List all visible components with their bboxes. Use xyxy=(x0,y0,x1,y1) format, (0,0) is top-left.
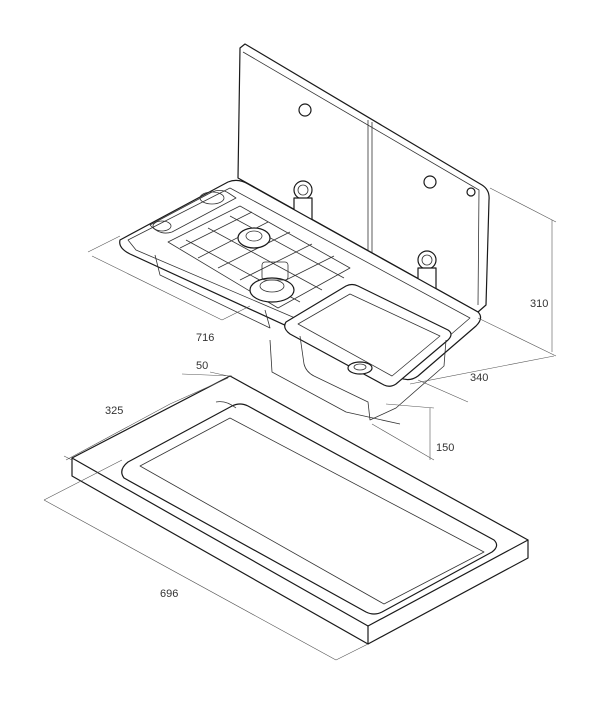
dim-label-310: 310 xyxy=(530,298,548,310)
dim-label-50: 50 xyxy=(196,360,208,372)
dim-label-150: 150 xyxy=(436,442,454,454)
dimension-lines xyxy=(43,187,557,661)
hob-sink-unit xyxy=(119,179,482,425)
dim-label-340: 340 xyxy=(470,372,488,384)
dim-label-325: 325 xyxy=(105,405,123,417)
dim-label-716: 716 xyxy=(196,332,214,344)
glass-lid xyxy=(237,43,490,313)
dim-label-696: 696 xyxy=(160,588,178,600)
cutout-frame xyxy=(71,375,529,645)
